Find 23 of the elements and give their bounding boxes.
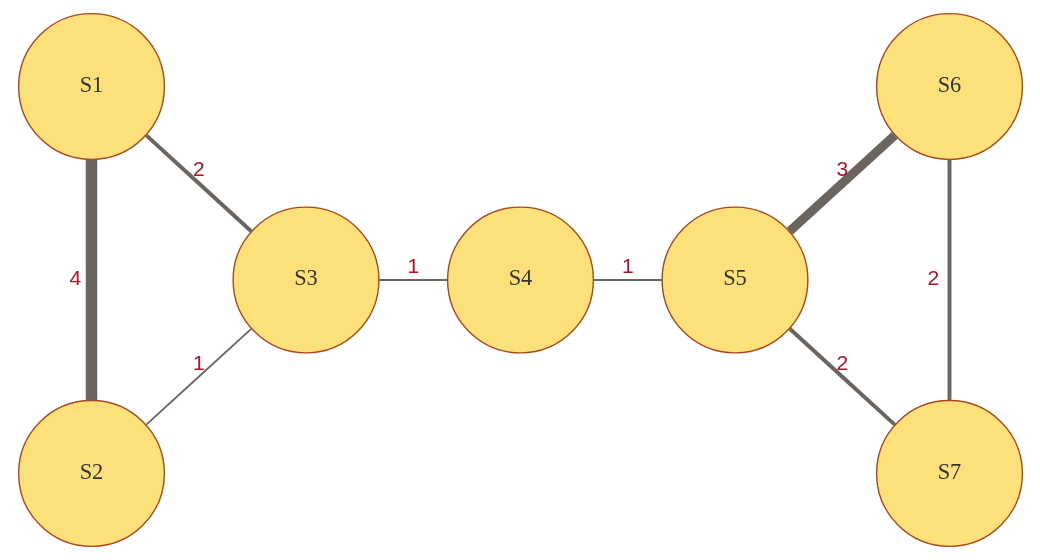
- edge-label: 2: [927, 265, 939, 289]
- connector: [85, 159, 97, 401]
- edge-label: 2: [835, 350, 848, 374]
- node-circle: S5: [660, 206, 809, 354]
- node-circle: S2: [17, 399, 165, 548]
- node-circle: S1: [17, 12, 165, 161]
- edge-label: 4: [69, 265, 81, 289]
- node-circle: S7: [875, 399, 1023, 548]
- connector: [947, 159, 951, 401]
- node-circle: S4: [446, 206, 594, 354]
- connector: [788, 327, 896, 427]
- connector: [144, 133, 253, 233]
- node-circle: S6: [875, 12, 1023, 161]
- edge-label: 3: [835, 157, 848, 181]
- connector: [592, 279, 663, 281]
- edge-label: 1: [192, 350, 205, 374]
- connector: [144, 327, 252, 426]
- edge-label: 1: [621, 253, 634, 277]
- connector: [377, 279, 448, 281]
- node-circle: S3: [231, 206, 380, 354]
- connector: [786, 132, 898, 235]
- edge-label: 1: [406, 253, 419, 277]
- edge-label: 2: [192, 157, 205, 181]
